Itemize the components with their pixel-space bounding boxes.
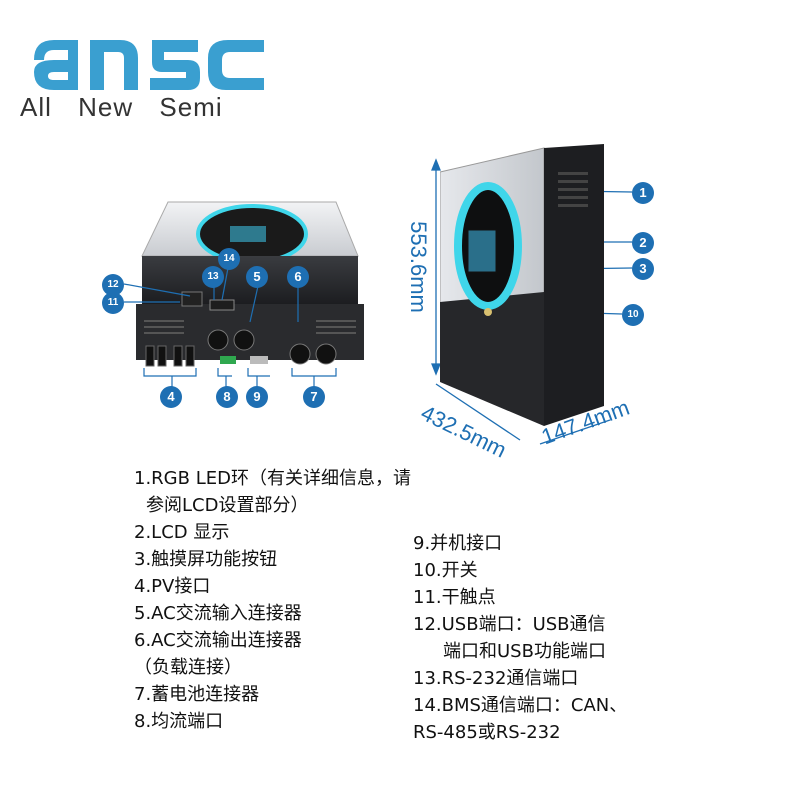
legend-item-9: 9.并机接口 — [413, 533, 503, 554]
legend-item-1-cont: 参阅LCD设置部分） — [146, 495, 309, 516]
inverter-bottom-view — [136, 201, 364, 377]
legend-item-12-cont: 端口和USB功能端口 — [443, 641, 606, 662]
callout-10: 10 — [622, 304, 644, 326]
inverter-side-view — [440, 144, 604, 426]
callout-3: 3 — [632, 258, 654, 280]
legend-right: 9.并机接口 10.开关 11.干触点 12.USB端口：USB通信 端口和US… — [413, 530, 627, 746]
legend-left: 1.RGB LED环（有关详细信息，请 参阅LCD设置部分） 2.LCD 显示 … — [134, 465, 411, 735]
legend-item-12: 12.USB端口：USB通信 — [413, 614, 606, 635]
brand-tagline: All New Semi — [20, 92, 223, 122]
legend-item-6: 6.AC交流输出连接器 — [134, 630, 302, 651]
callout-12: 12 — [102, 274, 124, 296]
callout-1: 1 — [632, 182, 654, 204]
callout-6: 6 — [287, 266, 309, 288]
callout-2: 2 — [632, 232, 654, 254]
legend-item-5: 5.AC交流输入连接器 — [134, 603, 302, 624]
callout-13: 13 — [202, 266, 224, 288]
callout-9: 9 — [246, 386, 268, 408]
legend-item-8: 8.均流端口 — [134, 711, 224, 732]
legend-item-1: 1.RGB LED环（有关详细信息，请 — [134, 468, 411, 489]
legend-item-3: 3.触摸屏功能按钮 — [134, 549, 278, 570]
legend-item-7: 7.蓄电池连接器 — [134, 684, 260, 705]
legend-item-13: 13.RS-232通信端口 — [413, 668, 579, 689]
legend-item-2: 2.LCD 显示 — [134, 522, 230, 543]
legend-item-10: 10.开关 — [413, 560, 478, 581]
legend-item-11: 11.干触点 — [413, 587, 496, 608]
callout-14: 14 — [218, 248, 240, 270]
height-dimension: 553.6mm — [405, 221, 431, 313]
callout-4: 4 — [160, 386, 182, 408]
callout-5: 5 — [246, 266, 268, 288]
callout-7: 7 — [303, 386, 325, 408]
legend-item-14-cont: RS-485或RS-232 — [413, 722, 561, 743]
legend-item-6-cont: （负载连接） — [134, 657, 242, 678]
legend-item-4: 4.PV接口 — [134, 576, 211, 597]
ansc-logo — [34, 40, 264, 90]
callout-11: 11 — [102, 292, 124, 314]
legend-item-14: 14.BMS通信端口：CAN、 — [413, 695, 628, 716]
callout-8: 8 — [216, 386, 238, 408]
